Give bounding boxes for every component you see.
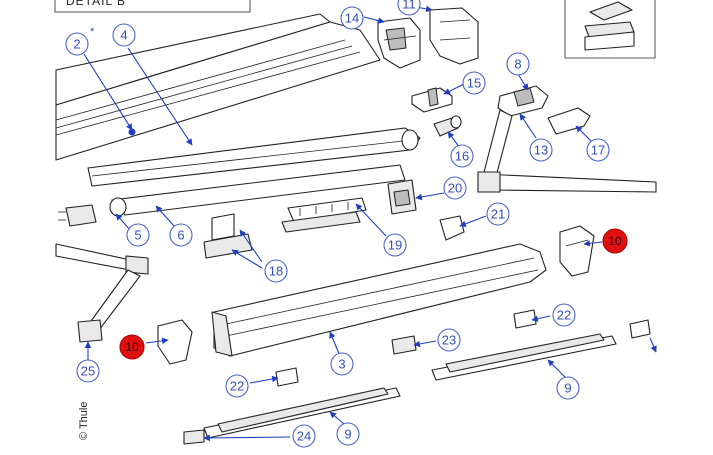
svg-text:22: 22 bbox=[557, 308, 571, 323]
svg-text:9: 9 bbox=[564, 381, 571, 396]
svg-text:16: 16 bbox=[455, 149, 469, 164]
svg-text:10: 10 bbox=[608, 234, 622, 248]
detail-b-box: DETAIL B bbox=[54, 0, 251, 13]
svg-text:22: 22 bbox=[230, 379, 244, 394]
callout-22-right: 22 bbox=[552, 303, 576, 327]
part-left-arm bbox=[55, 243, 149, 343]
callout-5: 5 bbox=[126, 223, 150, 247]
callout-17: 17 bbox=[586, 138, 610, 162]
callout-16: 16 bbox=[450, 144, 474, 168]
callout-15: 15 bbox=[462, 71, 486, 95]
callout-8: 8 bbox=[506, 52, 530, 76]
callout-25: 25 bbox=[76, 359, 100, 383]
svg-text:20: 20 bbox=[448, 181, 462, 196]
part-endcap-10-right bbox=[559, 225, 595, 277]
svg-text:5: 5 bbox=[134, 228, 141, 243]
detail-label: DETAIL B bbox=[66, 0, 126, 8]
callout-9-right: 9 bbox=[556, 376, 580, 400]
part-edge-clip bbox=[629, 319, 651, 339]
part-endcap-10-left bbox=[157, 319, 193, 365]
callout-20: 20 bbox=[443, 176, 467, 200]
callout-23: 23 bbox=[437, 328, 461, 352]
asterisk-mark: * bbox=[90, 26, 95, 38]
svg-text:25: 25 bbox=[81, 364, 95, 379]
svg-text:18: 18 bbox=[269, 264, 283, 279]
part-knob-16 bbox=[433, 115, 462, 137]
callout-10-left: 10 bbox=[119, 334, 145, 360]
svg-text:13: 13 bbox=[534, 143, 548, 158]
callout-11: 11 bbox=[397, 0, 421, 16]
part-end-cover-11 bbox=[429, 7, 479, 65]
callout-13: 13 bbox=[529, 138, 553, 162]
svg-text:4: 4 bbox=[120, 28, 127, 43]
part-rail-19 bbox=[281, 197, 367, 233]
part-right-arm bbox=[477, 109, 657, 193]
svg-text:3: 3 bbox=[338, 357, 345, 372]
svg-text:6: 6 bbox=[177, 228, 184, 243]
part-clip-22-right bbox=[513, 309, 537, 329]
part-bracket-15 bbox=[411, 87, 453, 113]
svg-text:9: 9 bbox=[344, 427, 351, 442]
part-roller-tube bbox=[109, 164, 406, 217]
part-end-24 bbox=[183, 429, 205, 445]
callout-10-right: 10 bbox=[602, 228, 628, 254]
svg-text:24: 24 bbox=[297, 429, 311, 444]
part-front-cassette-3 bbox=[211, 243, 547, 357]
callout-3: 3 bbox=[330, 352, 354, 376]
callout-22-left: 22 bbox=[225, 374, 249, 398]
callout-4: 4 bbox=[112, 23, 136, 47]
copyright-text: © Thule bbox=[78, 402, 90, 440]
svg-text:15: 15 bbox=[467, 76, 481, 91]
callout-19: 19 bbox=[383, 233, 407, 257]
leader-lines bbox=[83, 3, 657, 442]
part-canvas-panel bbox=[55, 13, 381, 161]
inset-box bbox=[564, 0, 656, 59]
callout-6: 6 bbox=[169, 223, 193, 247]
svg-text:11: 11 bbox=[402, 0, 416, 12]
svg-text:10: 10 bbox=[125, 340, 139, 354]
svg-text:8: 8 bbox=[514, 57, 521, 72]
part-front-profile bbox=[87, 127, 421, 187]
part-end-bracket-14 bbox=[377, 17, 421, 69]
callout-18: 18 bbox=[264, 259, 288, 283]
part-clip-21 bbox=[439, 215, 465, 241]
callout-24: 24 bbox=[292, 424, 316, 448]
part-cover-17 bbox=[547, 107, 591, 135]
svg-text:17: 17 bbox=[591, 143, 605, 158]
callout-2: 2 bbox=[65, 32, 89, 56]
part-roller-endcap bbox=[58, 204, 97, 227]
part-clip-22-left bbox=[275, 367, 299, 387]
part-clip-18 bbox=[203, 213, 253, 259]
svg-text:14: 14 bbox=[345, 11, 359, 26]
callout-9-left: 9 bbox=[336, 422, 360, 446]
svg-text:19: 19 bbox=[388, 238, 402, 253]
part-arm-joint bbox=[497, 85, 549, 117]
part-rail-9-right bbox=[431, 333, 617, 381]
svg-text:23: 23 bbox=[442, 333, 456, 348]
part-box-20 bbox=[387, 179, 417, 215]
callout-14: 14 bbox=[340, 6, 364, 30]
callout-21: 21 bbox=[486, 202, 510, 226]
part-bracket-23 bbox=[391, 335, 417, 355]
svg-text:21: 21 bbox=[491, 207, 505, 222]
svg-text:2: 2 bbox=[73, 37, 80, 52]
